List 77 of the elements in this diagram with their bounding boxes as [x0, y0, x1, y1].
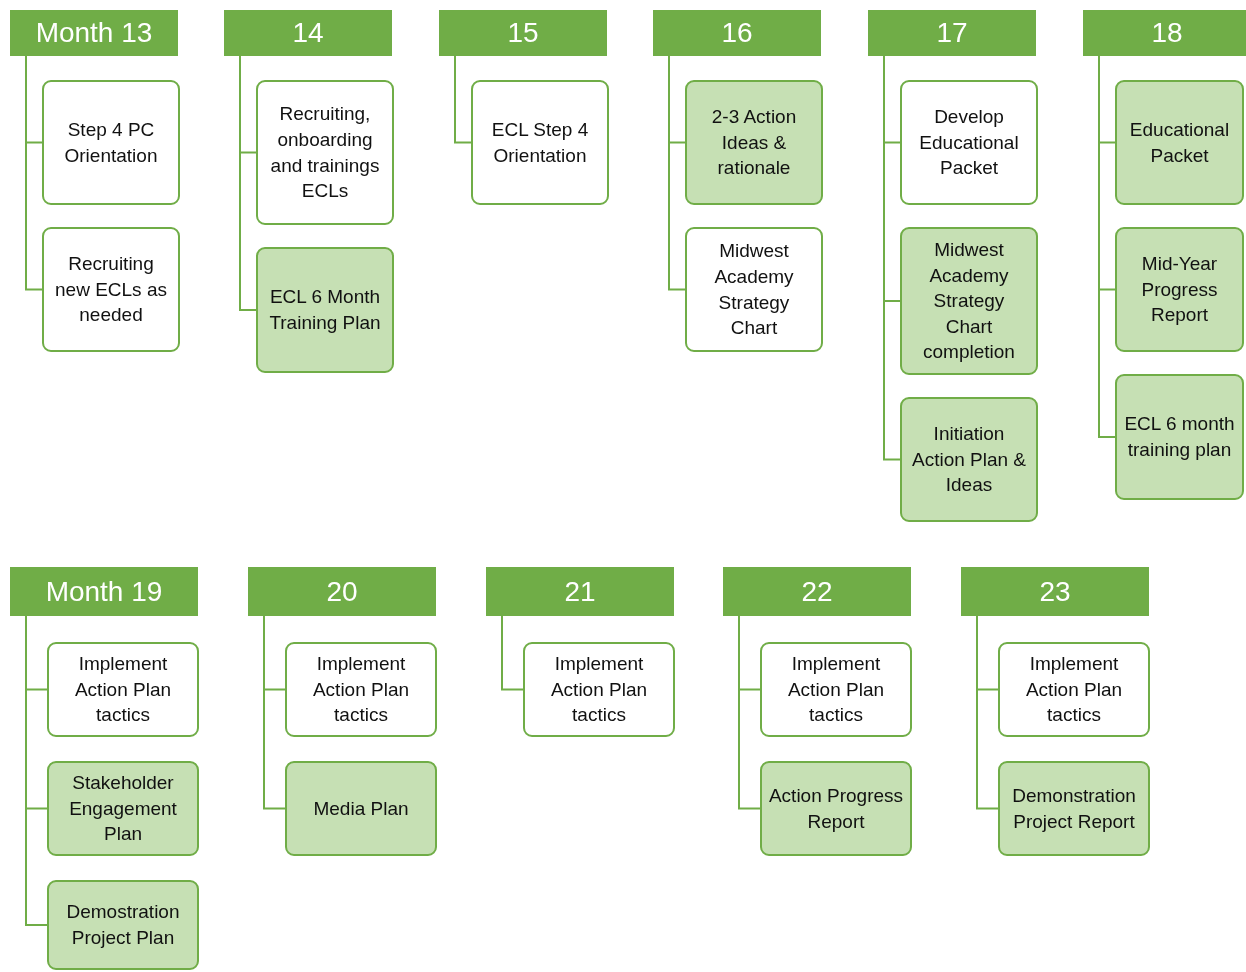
connector-line — [668, 55, 686, 291]
task-label: Mid-Year Progress Report — [1140, 252, 1219, 328]
task-label: ECL Step 4 Orientation — [490, 117, 590, 168]
month-header — [653, 10, 821, 56]
task-label: Implement Action Plan tactics — [311, 652, 411, 728]
task-box — [685, 227, 823, 352]
task-label: Midwest Academy Strategy Chart — [713, 239, 795, 341]
connector-line — [976, 615, 999, 810]
connector-line — [25, 55, 43, 291]
month-header — [868, 10, 1036, 56]
task-label: Demostration Project Plan — [65, 900, 181, 950]
task-box — [1115, 80, 1244, 205]
month-header — [723, 567, 911, 616]
connector-line — [263, 615, 286, 810]
month-label: 21 — [564, 575, 596, 608]
task-box — [685, 80, 823, 205]
task-label: Implement Action Plan tactics — [73, 652, 173, 728]
month-label: 14 — [292, 17, 324, 49]
task-box — [42, 80, 180, 205]
month-label: Month 13 — [35, 17, 153, 49]
task-label: Stakeholder Engagement Plan — [68, 771, 178, 847]
month-label: 15 — [507, 17, 539, 49]
task-label: Implement Action Plan tactics — [786, 652, 886, 728]
month-label: 18 — [1151, 17, 1183, 49]
task-box — [42, 227, 180, 352]
task-box — [285, 642, 437, 737]
month-label: 17 — [936, 17, 968, 49]
task-label: Step 4 PC Orientation — [63, 117, 159, 168]
task-box — [760, 642, 912, 737]
task-box — [760, 761, 912, 856]
month-header — [1083, 10, 1246, 56]
task-label: Implement Action Plan tactics — [1024, 652, 1124, 728]
task-box — [998, 761, 1150, 856]
month-header — [224, 10, 392, 56]
month-label: 20 — [326, 575, 358, 608]
task-box — [47, 880, 199, 970]
task-box — [471, 80, 609, 205]
task-label: Educational Packet — [1128, 117, 1231, 168]
connector-line — [239, 55, 257, 311]
task-box — [47, 761, 199, 856]
task-box — [998, 642, 1150, 737]
task-box — [256, 247, 394, 373]
task-box — [523, 642, 675, 737]
task-box — [900, 227, 1038, 375]
task-label: Recruiting, onboarding and trainings ECLs — [269, 102, 381, 204]
task-box — [256, 80, 394, 225]
connector-line — [454, 55, 472, 144]
connector-line — [25, 615, 48, 926]
task-label: ECL 6 Month Training Plan — [268, 285, 382, 335]
task-label: Implement Action Plan tactics — [549, 652, 649, 728]
month-header — [439, 10, 607, 56]
task-box — [285, 761, 437, 856]
task-box — [900, 397, 1038, 522]
task-label: Action Progress Report — [768, 783, 904, 834]
task-box — [900, 80, 1038, 205]
task-box — [47, 642, 199, 737]
task-label: Recruiting new ECLs as needed — [54, 252, 168, 328]
month-header — [961, 567, 1149, 616]
task-box — [1115, 227, 1244, 352]
task-label: Develop Educational Packet — [918, 105, 1020, 181]
connector-line — [738, 615, 761, 810]
task-label: Media Plan — [313, 796, 409, 821]
month-header — [10, 10, 178, 56]
month-header — [10, 567, 198, 616]
task-label: 2-3 Action Ideas & rationale — [710, 105, 798, 181]
month-label: 16 — [721, 17, 753, 49]
month-label: 23 — [1039, 575, 1071, 608]
task-label: Initiation Action Plan & Ideas — [910, 422, 1028, 498]
month-header — [248, 567, 436, 616]
month-label: 22 — [801, 575, 833, 608]
month-header — [486, 567, 674, 616]
task-label: Demonstration Project Report — [1011, 783, 1137, 834]
month-label: Month 19 — [45, 575, 163, 608]
connector-line — [501, 615, 524, 691]
task-label: Midwest Academy Strategy Chart completion — [922, 237, 1016, 365]
task-label: ECL 6 month training plan — [1123, 412, 1236, 462]
task-box — [1115, 374, 1244, 500]
